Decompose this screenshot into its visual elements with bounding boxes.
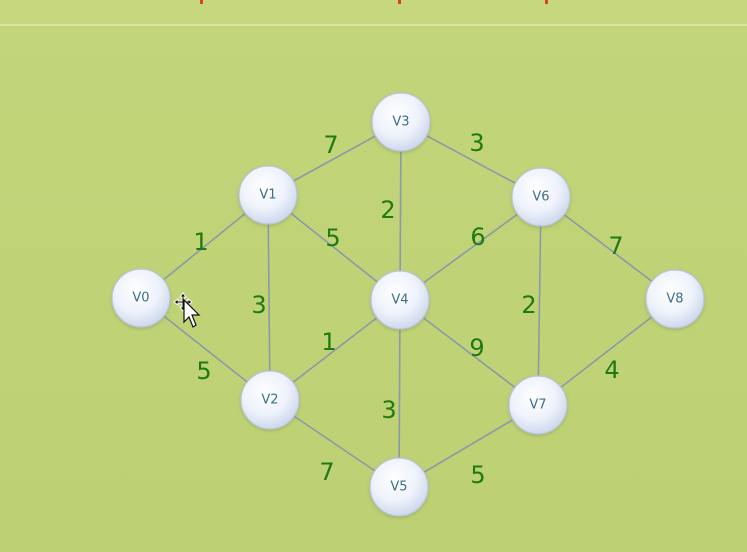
edge-weight-v4-v6: 6 xyxy=(470,223,485,251)
node-v6: V6 xyxy=(511,167,571,227)
node-v8: V8 xyxy=(645,269,705,329)
edge-weight-v2-v5: 7 xyxy=(319,458,334,486)
node-v4: V4 xyxy=(370,270,430,330)
node-circle-v0 xyxy=(111,268,171,328)
node-label-v7: V7 xyxy=(529,398,546,413)
node-circle-v7 xyxy=(508,375,568,435)
node-v7: V7 xyxy=(508,375,568,435)
edge-weights-layer: 1 5 7 3 5 1 7 2 3 6 3 9 2 7 4 5 xyxy=(193,129,623,489)
edge-weight-v0-v1: 1 xyxy=(193,228,208,256)
edge-weight-v4-v5: 3 xyxy=(381,396,396,424)
node-circle-v8 xyxy=(645,269,705,329)
node-circle-v2 xyxy=(240,370,300,430)
node-v1: V1 xyxy=(238,165,298,225)
node-label-v5: V5 xyxy=(390,480,407,495)
node-label-v8: V8 xyxy=(666,292,683,307)
top-header-strip xyxy=(0,0,747,26)
node-label-v4: V4 xyxy=(391,293,408,308)
red-text-fragment xyxy=(398,0,401,4)
edge-weight-v4-v7: 9 xyxy=(469,334,484,362)
node-label-v6: V6 xyxy=(532,190,549,205)
node-circle-v1 xyxy=(238,165,298,225)
edge-v6-v7 xyxy=(537,196,542,406)
node-label-v0: V0 xyxy=(132,291,149,306)
move-cursor-icon xyxy=(173,292,201,328)
edge-weight-v1-v3: 7 xyxy=(323,131,338,159)
edge-v1-v2 xyxy=(267,194,271,401)
node-circle-v3 xyxy=(371,92,431,152)
edge-v3-v4 xyxy=(399,121,402,301)
node-label-v2: V2 xyxy=(261,393,278,408)
node-circle-v6 xyxy=(511,167,571,227)
edge-weight-v1-v4: 5 xyxy=(325,224,340,252)
node-v2: V2 xyxy=(240,370,300,430)
edge-weight-v0-v2: 5 xyxy=(196,357,211,385)
node-circle-v5 xyxy=(369,457,429,517)
red-text-fragment xyxy=(200,0,203,4)
red-text-fragment xyxy=(545,0,548,4)
node-v5: V5 xyxy=(369,457,429,517)
edge-weight-v1-v2: 3 xyxy=(251,291,266,319)
edge-weight-v5-v7: 5 xyxy=(470,461,485,489)
edge-weight-v3-v4: 2 xyxy=(380,196,395,224)
node-v3: V3 xyxy=(371,92,431,152)
edge-v4-v5 xyxy=(398,299,401,488)
node-circle-v4 xyxy=(370,270,430,330)
node-label-v3: V3 xyxy=(392,115,409,130)
edge-weight-v2-v4: 1 xyxy=(321,328,336,356)
node-label-v1: V1 xyxy=(259,188,276,203)
node-v0: V0 xyxy=(111,268,171,328)
edge-weight-v6-v7: 2 xyxy=(521,291,536,319)
edge-weight-v7-v8: 4 xyxy=(604,356,619,384)
edge-weight-v6-v8: 7 xyxy=(608,232,623,260)
edge-weight-v3-v6: 3 xyxy=(469,129,484,157)
